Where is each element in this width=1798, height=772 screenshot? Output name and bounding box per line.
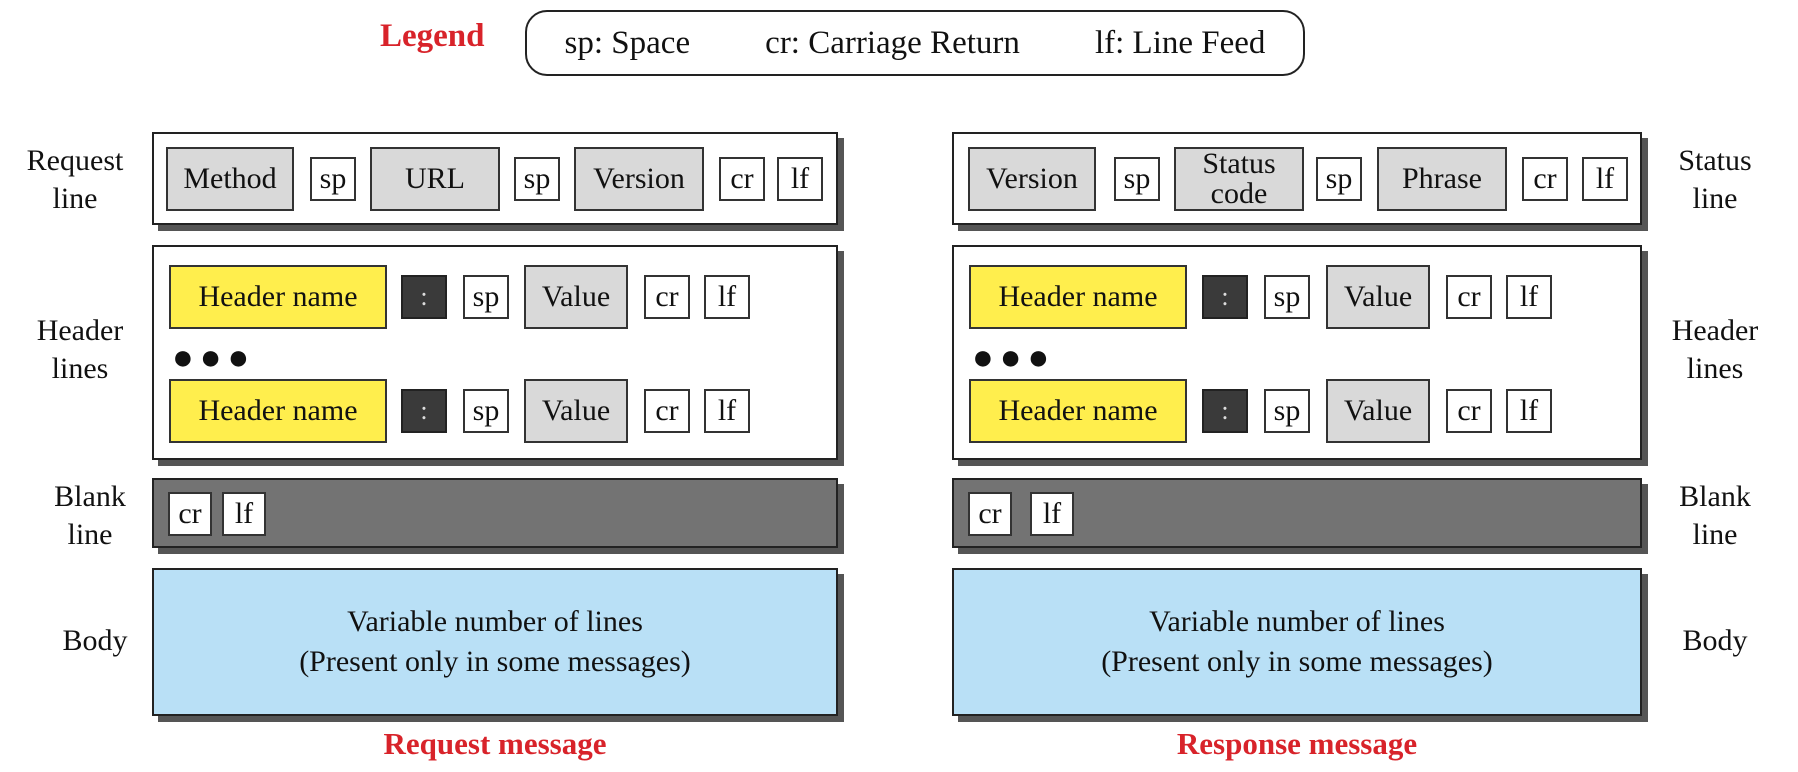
request-header-name-field: Header name — [169, 379, 387, 443]
label-status-line: Status line — [1678, 144, 1752, 215]
request-value-field: Value — [524, 265, 628, 329]
request-body-panel: Variable number of lines (Present only i… — [152, 568, 838, 716]
response-lf-field: lf — [1506, 275, 1552, 319]
legend-item-space: sp: Space — [564, 24, 691, 61]
request-sp-field: sp — [310, 157, 356, 201]
request-blank-lf-field: lf — [222, 492, 266, 536]
status-line-panel: Version sp Status code sp Phrase cr lf — [952, 132, 1642, 225]
response-phrase-field: Phrase — [1377, 147, 1507, 211]
label-blank-line-left: Blank line — [54, 480, 126, 551]
label-header-lines-left: Header lines — [36, 314, 124, 385]
response-body-panel: Variable number of lines (Present only i… — [952, 568, 1642, 716]
response-blank-cr-field: cr — [968, 492, 1012, 536]
request-sp-field: sp — [463, 389, 509, 433]
response-header-panel: Header name : sp Value cr lf ●●● Header … — [952, 245, 1642, 460]
label-header-lines-right: Header lines — [1671, 314, 1759, 385]
request-cr-field: cr — [644, 389, 690, 433]
request-url-field: URL — [370, 147, 500, 211]
response-status-code-field: Status code — [1174, 147, 1304, 211]
label-request-line: Request line — [26, 144, 124, 215]
request-header-name-field: Header name — [169, 265, 387, 329]
request-ellipsis-dots: ●●● — [172, 337, 256, 377]
response-header-name-field: Header name — [969, 265, 1187, 329]
request-sp-field: sp — [463, 275, 509, 319]
request-sp-field: sp — [514, 157, 560, 201]
response-version-field: Version — [968, 147, 1096, 211]
request-blank-line-panel: cr lf — [152, 478, 838, 548]
request-cr-field: cr — [719, 157, 765, 201]
response-value-field: Value — [1326, 265, 1430, 329]
response-sp-field: sp — [1114, 157, 1160, 201]
request-colon-field: : — [401, 275, 447, 319]
request-blank-cr-field: cr — [168, 492, 212, 536]
response-sp-field: sp — [1264, 275, 1310, 319]
request-lf-field: lf — [704, 389, 750, 433]
request-body-line-1: Variable number of lines — [347, 605, 643, 638]
response-header-name-field: Header name — [969, 379, 1187, 443]
response-blank-lf-field: lf — [1030, 492, 1074, 536]
response-cr-field: cr — [1522, 157, 1568, 201]
request-colon-field: : — [401, 389, 447, 433]
request-version-field: Version — [574, 147, 704, 211]
label-body-right: Body — [1682, 624, 1748, 657]
request-lf-field: lf — [777, 157, 823, 201]
response-lf-field: lf — [1506, 389, 1552, 433]
request-header-panel: Header name : sp Value cr lf ●●● Header … — [152, 245, 838, 460]
request-method-field: Method — [166, 147, 294, 211]
response-body-line-1: Variable number of lines — [1149, 605, 1445, 638]
legend-title: Legend — [380, 18, 485, 54]
request-body-line-2: (Present only in some messages) — [299, 645, 691, 678]
label-body-left: Body — [62, 624, 128, 657]
response-cr-field: cr — [1446, 275, 1492, 319]
legend-item-line-feed: lf: Line Feed — [1094, 24, 1266, 61]
request-message-caption: Request message — [383, 726, 607, 761]
response-sp-field: sp — [1316, 157, 1362, 201]
response-lf-field: lf — [1582, 157, 1628, 201]
request-value-field: Value — [524, 379, 628, 443]
legend-box: sp: Space cr: Carriage Return lf: Line F… — [525, 10, 1305, 76]
response-colon-field: : — [1202, 389, 1248, 433]
response-blank-line-panel: cr lf — [952, 478, 1642, 548]
response-message-caption: Response message — [1176, 726, 1418, 761]
response-ellipsis-dots: ●●● — [972, 337, 1056, 377]
response-value-field: Value — [1326, 379, 1430, 443]
response-body-line-2: (Present only in some messages) — [1101, 645, 1493, 678]
request-lf-field: lf — [704, 275, 750, 319]
request-line-panel: Method sp URL sp Version cr lf — [152, 132, 838, 225]
label-blank-line-right: Blank line — [1679, 480, 1751, 551]
legend-item-carriage-return: cr: Carriage Return — [765, 24, 1020, 61]
response-cr-field: cr — [1446, 389, 1492, 433]
response-sp-field: sp — [1264, 389, 1310, 433]
response-colon-field: : — [1202, 275, 1248, 319]
request-cr-field: cr — [644, 275, 690, 319]
